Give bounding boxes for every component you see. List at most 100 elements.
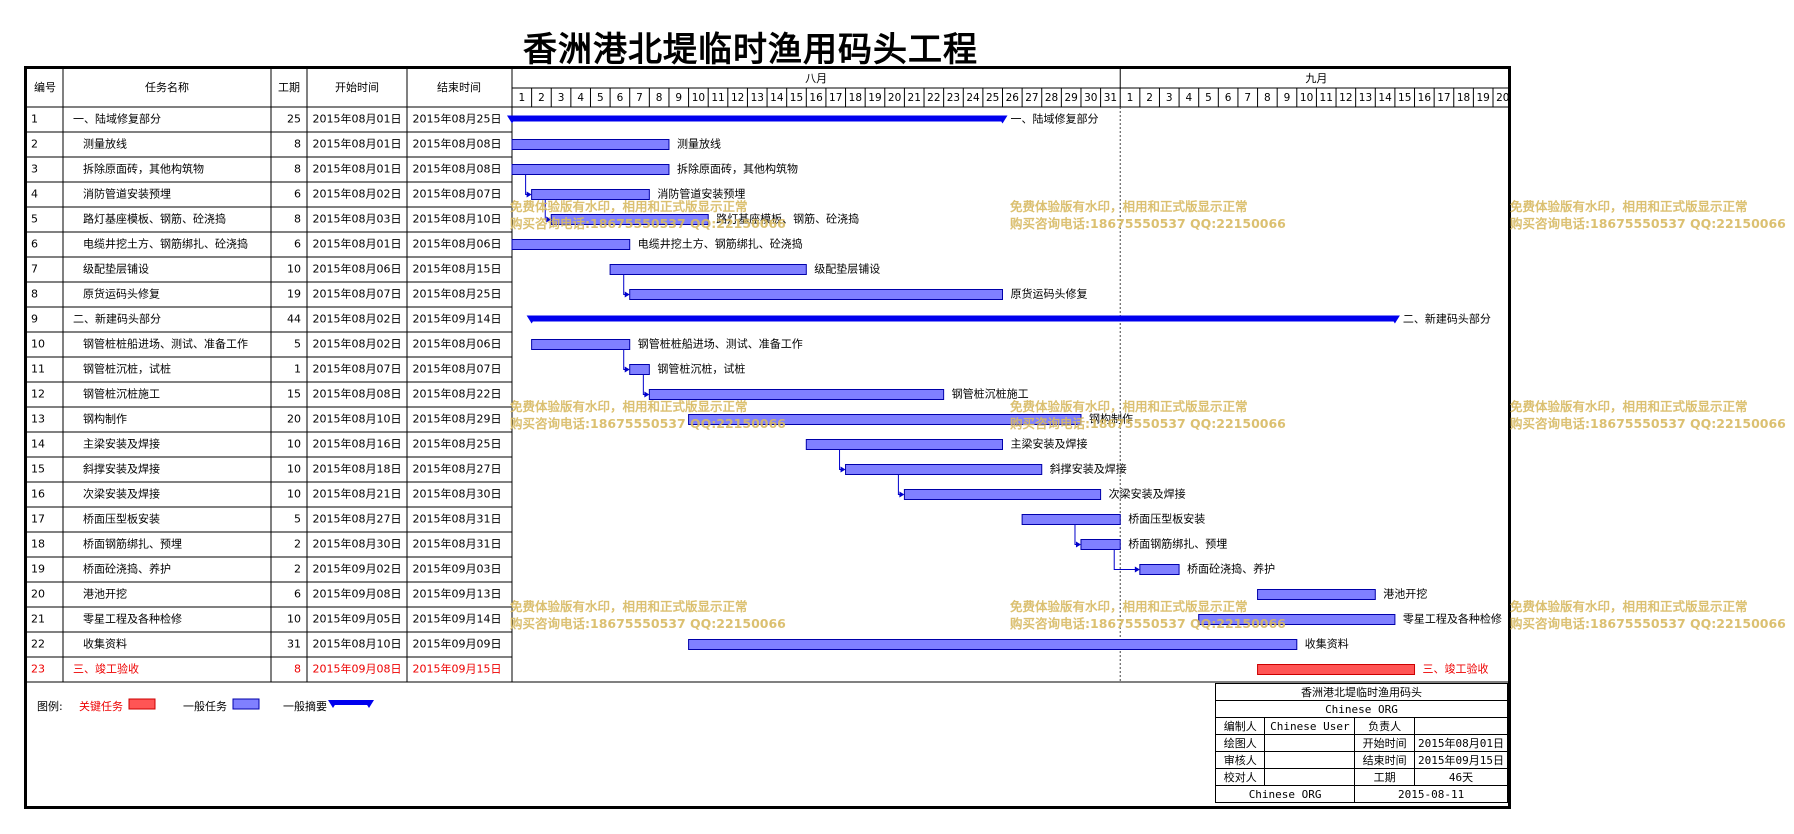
page-title: 香洲港北堤临时渔用码头工程 [523,30,978,70]
bar-label: 三、竣工验收 [1423,662,1489,676]
watermark: 免费体验版有水印，相用和正式版显示正常购买咨询电话:18675550537 QQ… [1010,599,1286,631]
day-label: 2 [1146,92,1153,104]
task-name: 级配垫层铺设 [83,262,149,276]
bar-label: 原货运码头修复 [1011,287,1088,301]
bar-label: 拆除原面砖，其他构筑物 [677,162,798,176]
day-label: 17 [829,92,842,104]
task-id: 12 [31,388,45,401]
task-id: 3 [31,163,38,176]
info-duration-label: 工期 [1354,768,1415,786]
task-end: 2015年08月25日 [413,437,502,451]
task-start: 2015年08月30日 [313,537,402,551]
day-label: 5 [1205,92,1212,104]
dependency-link [897,474,904,495]
task-bar [629,364,650,375]
legend-summary-label: 一般摘要 [283,700,327,713]
task-duration: 5 [294,338,301,351]
task-name: 拆除原面砖，其他构筑物 [83,162,204,176]
bar-label: 收集资料 [1305,637,1349,651]
task-name: 钢管桩沉桩施工 [83,387,160,401]
task-duration: 2 [294,538,301,551]
day-label: 3 [1166,92,1173,104]
task-end: 2015年08月06日 [413,237,502,251]
task-id: 22 [31,638,45,651]
column-header: 开始时间 [335,80,379,94]
task-duration: 10 [287,488,301,501]
bar-label: 电缆井挖土方、钢筋绑扎、砼浇捣 [638,237,803,251]
bar-label: 斜撑安装及焊接 [1050,462,1127,476]
day-label: 19 [868,92,881,104]
task-name: 钢构制作 [83,412,127,426]
task-end: 2015年08月07日 [413,362,502,376]
task-duration: 6 [294,188,301,201]
task-bar [511,164,670,175]
task-end: 2015年08月15日 [413,262,502,276]
info-owner-value [1413,717,1509,735]
task-duration: 8 [294,663,301,676]
day-label: 29 [1064,92,1077,104]
task-start: 2015年08月16日 [313,437,402,451]
task-end: 2015年08月08日 [413,137,502,151]
task-start: 2015年08月01日 [313,112,402,126]
info-drawer-value [1264,734,1356,752]
day-label: 7 [1244,92,1251,104]
task-start: 2015年08月03日 [313,212,402,226]
day-label: 13 [1359,92,1372,104]
task-name: 路灯基座模板、钢筋、砼浇捣 [83,212,226,226]
day-label: 6 [617,92,624,104]
task-name: 消防管道安装预埋 [83,187,171,201]
task-start: 2015年08月01日 [313,137,402,151]
task-start: 2015年08月07日 [313,362,402,376]
task-duration: 10 [287,463,301,476]
dependency-arrowhead [899,491,905,498]
bar-label: 桥面砼浇捣、养护 [1187,562,1275,576]
day-label: 24 [966,92,980,104]
task-start: 2015年09月05日 [313,612,402,626]
day-label: 13 [751,92,764,104]
day-label: 22 [927,92,940,104]
watermark: 免费体验版有水印，相用和正式版显示正常购买咨询电话:18675550537 QQ… [510,199,786,231]
task-duration: 20 [287,413,301,426]
day-label: 10 [1300,92,1313,104]
summary-bar [512,115,1003,122]
bar-label: 测量放线 [677,137,721,151]
day-label: 8 [656,92,663,104]
task-bar [1021,514,1121,525]
task-end: 2015年09月14日 [413,612,502,626]
bar-label: 钢构制作 [1089,412,1133,426]
task-id: 14 [31,438,45,451]
day-label: 27 [1025,92,1038,104]
task-name: 桥面钢筋绑扎、预埋 [83,537,182,551]
task-end: 2015年08月08日 [413,162,502,176]
dependency-arrowhead [840,466,846,473]
day-label: 10 [692,92,705,104]
task-id: 19 [31,563,45,576]
task-start: 2015年08月02日 [313,312,402,326]
bar-label: 钢管桩沉桩施工 [952,387,1029,401]
watermark: 免费体验版有水印，相用和正式版显示正常购买咨询电话:18675550537 QQ… [1010,399,1286,431]
bar-label: 桥面压型板安装 [1128,512,1205,526]
task-duration: 31 [287,638,301,651]
dependency-link [525,174,531,195]
task-id: 7 [31,263,38,276]
task-start: 2015年08月18日 [313,462,402,476]
info-footer-org: Chinese ORG [1214,785,1356,803]
day-label: 17 [1437,92,1450,104]
info-box: 香洲港北堤临时渔用码头 Chinese ORG 编制人 Chinese User… [1214,683,1509,803]
task-bar [1257,589,1376,600]
column-header: 结束时间 [437,81,481,94]
task-bar [805,439,1003,450]
task-name: 三、竣工验收 [73,662,139,676]
info-owner-label: 负责人 [1354,717,1415,735]
task-name: 测量放线 [83,137,127,151]
bar-label: 级配垫层铺设 [814,262,880,276]
day-label: 2 [538,92,545,104]
task-end: 2015年08月29日 [413,412,502,426]
task-id: 5 [31,213,38,226]
task-end: 2015年09月14日 [413,312,502,326]
task-duration: 25 [287,113,301,126]
task-start: 2015年08月21日 [313,487,402,501]
task-end: 2015年08月25日 [413,287,502,301]
day-label: 1 [518,92,525,104]
